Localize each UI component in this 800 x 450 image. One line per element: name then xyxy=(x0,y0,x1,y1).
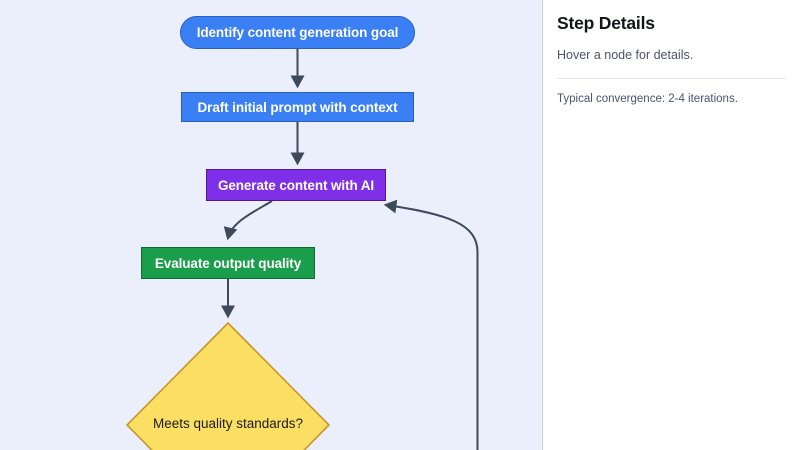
node-generate-content[interactable]: Generate content with AI xyxy=(206,169,386,201)
node-evaluate-quality[interactable]: Evaluate output quality xyxy=(141,247,315,279)
edge-generate-to-evaluate xyxy=(223,200,273,241)
diamond-shape xyxy=(126,322,330,450)
node-quality-decision[interactable]: Meets quality standards? xyxy=(126,322,330,450)
panel-hint-text: Hover a node for details. xyxy=(557,48,694,62)
node-draft-prompt[interactable]: Draft initial prompt with context xyxy=(181,92,414,122)
step-details-panel: Step Details Hover a node for details. T… xyxy=(542,0,800,450)
node-identify-goal[interactable]: Identify content generation goal xyxy=(180,16,415,49)
panel-title: Step Details xyxy=(557,13,655,33)
edge-loopback-to-generate xyxy=(383,199,479,450)
panel-divider xyxy=(557,78,786,79)
panel-note-text: Typical convergence: 2-4 iterations. xyxy=(557,93,738,105)
node-quality-decision-label: Meets quality standards? xyxy=(152,416,304,431)
flowchart-canvas[interactable]: Identify content generation goal Draft i… xyxy=(0,0,542,450)
